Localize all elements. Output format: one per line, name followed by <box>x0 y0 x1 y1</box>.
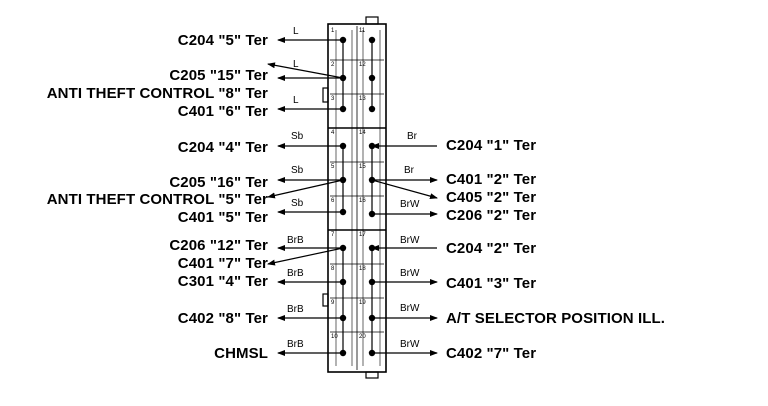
wire-color-r-5: BrW <box>400 268 420 279</box>
left-label-c204-5: C204 "5" Ter <box>177 32 268 49</box>
right-label-c206-2: C206 "2" Ter <box>446 207 537 224</box>
pin-number-3: 3 <box>331 96 335 102</box>
pin-number-2: 2 <box>331 62 335 68</box>
pin-number-15: 15 <box>359 164 366 170</box>
wire-color-l-1: L <box>293 26 299 37</box>
right-label-c204-1: C204 "1" Ter <box>446 137 537 154</box>
right-label-at-selector: A/T SELECTOR POSITION ILL. <box>446 310 666 327</box>
pin-number-7: 7 <box>331 232 335 238</box>
wire-color-l-5: Sb <box>291 165 304 176</box>
connector-body <box>322 16 387 379</box>
pin-number-19: 19 <box>359 300 366 306</box>
wire-color-r-4: BrW <box>400 235 420 246</box>
left-label-c206-12: C206 "12" Ter <box>169 237 268 254</box>
right-label-c405-2: C405 "2" Ter <box>446 189 537 206</box>
pin-number-20: 20 <box>359 334 366 340</box>
pin-number-8: 8 <box>331 266 335 272</box>
wire-color-r-1: Br <box>407 131 417 142</box>
pin-number-5: 5 <box>331 164 335 170</box>
wire-color-l-3: L <box>293 95 299 106</box>
wire-color-l-9: BrB <box>287 304 304 315</box>
left-label-chmsl: CHMSL <box>214 345 268 362</box>
pin-number-13: 13 <box>359 96 366 102</box>
left-label-anti-theft-8: ANTI THEFT CONTROL "8" Ter <box>46 85 268 102</box>
wire-color-l-8: BrB <box>287 268 304 279</box>
pin-number-14: 14 <box>359 130 366 136</box>
right-label-c401-2: C401 "2" Ter <box>446 171 537 188</box>
left-label-c204-4: C204 "4" Ter <box>177 139 268 156</box>
left-label-anti-theft-5: ANTI THEFT CONTROL "5" Ter <box>46 191 268 208</box>
wire-color-l-4: Sb <box>291 131 304 142</box>
wire-color-r-2: Br <box>404 165 414 176</box>
wire-color-l-6: Sb <box>291 198 304 209</box>
left-label-c301-4: C301 "4" Ter <box>177 273 268 290</box>
pin-number-18: 18 <box>359 266 366 272</box>
pin-number-9: 9 <box>331 300 335 306</box>
pin-number-11: 11 <box>359 28 366 34</box>
left-label-c205-16: C205 "16" Ter <box>169 174 268 191</box>
right-label-c204-2: C204 "2" Ter <box>446 240 537 257</box>
pin-number-12: 12 <box>359 62 366 68</box>
wire-color-l-10: BrB <box>287 339 304 350</box>
right-label-c402-7: C402 "7" Ter <box>446 345 537 362</box>
wire-color-r-7: BrW <box>400 339 420 350</box>
wires <box>267 37 438 356</box>
wire-color-r-3: BrW <box>400 199 420 210</box>
left-label-c401-7: C401 "7" Ter <box>177 255 268 272</box>
left-label-c401-5: C401 "5" Ter <box>177 209 268 226</box>
wire-color-r-6: BrW <box>400 303 420 314</box>
terminal-dots <box>339 36 376 357</box>
pin-number-4: 4 <box>331 130 335 136</box>
left-label-c401-6: C401 "6" Ter <box>177 103 268 120</box>
pin-number-16: 16 <box>359 198 366 204</box>
left-label-c402-8: C402 "8" Ter <box>177 310 268 327</box>
pin-number-17: 17 <box>359 232 366 238</box>
pin-number-10: 10 <box>331 334 338 340</box>
left-label-c205-15: C205 "15" Ter <box>169 67 268 84</box>
wire-color-l-2: L <box>293 59 299 70</box>
wire-color-l-7: BrB <box>287 235 304 246</box>
pin-number-1: 1 <box>331 28 335 34</box>
pin-number-6: 6 <box>331 198 335 204</box>
right-label-c401-3: C401 "3" Ter <box>446 275 537 292</box>
